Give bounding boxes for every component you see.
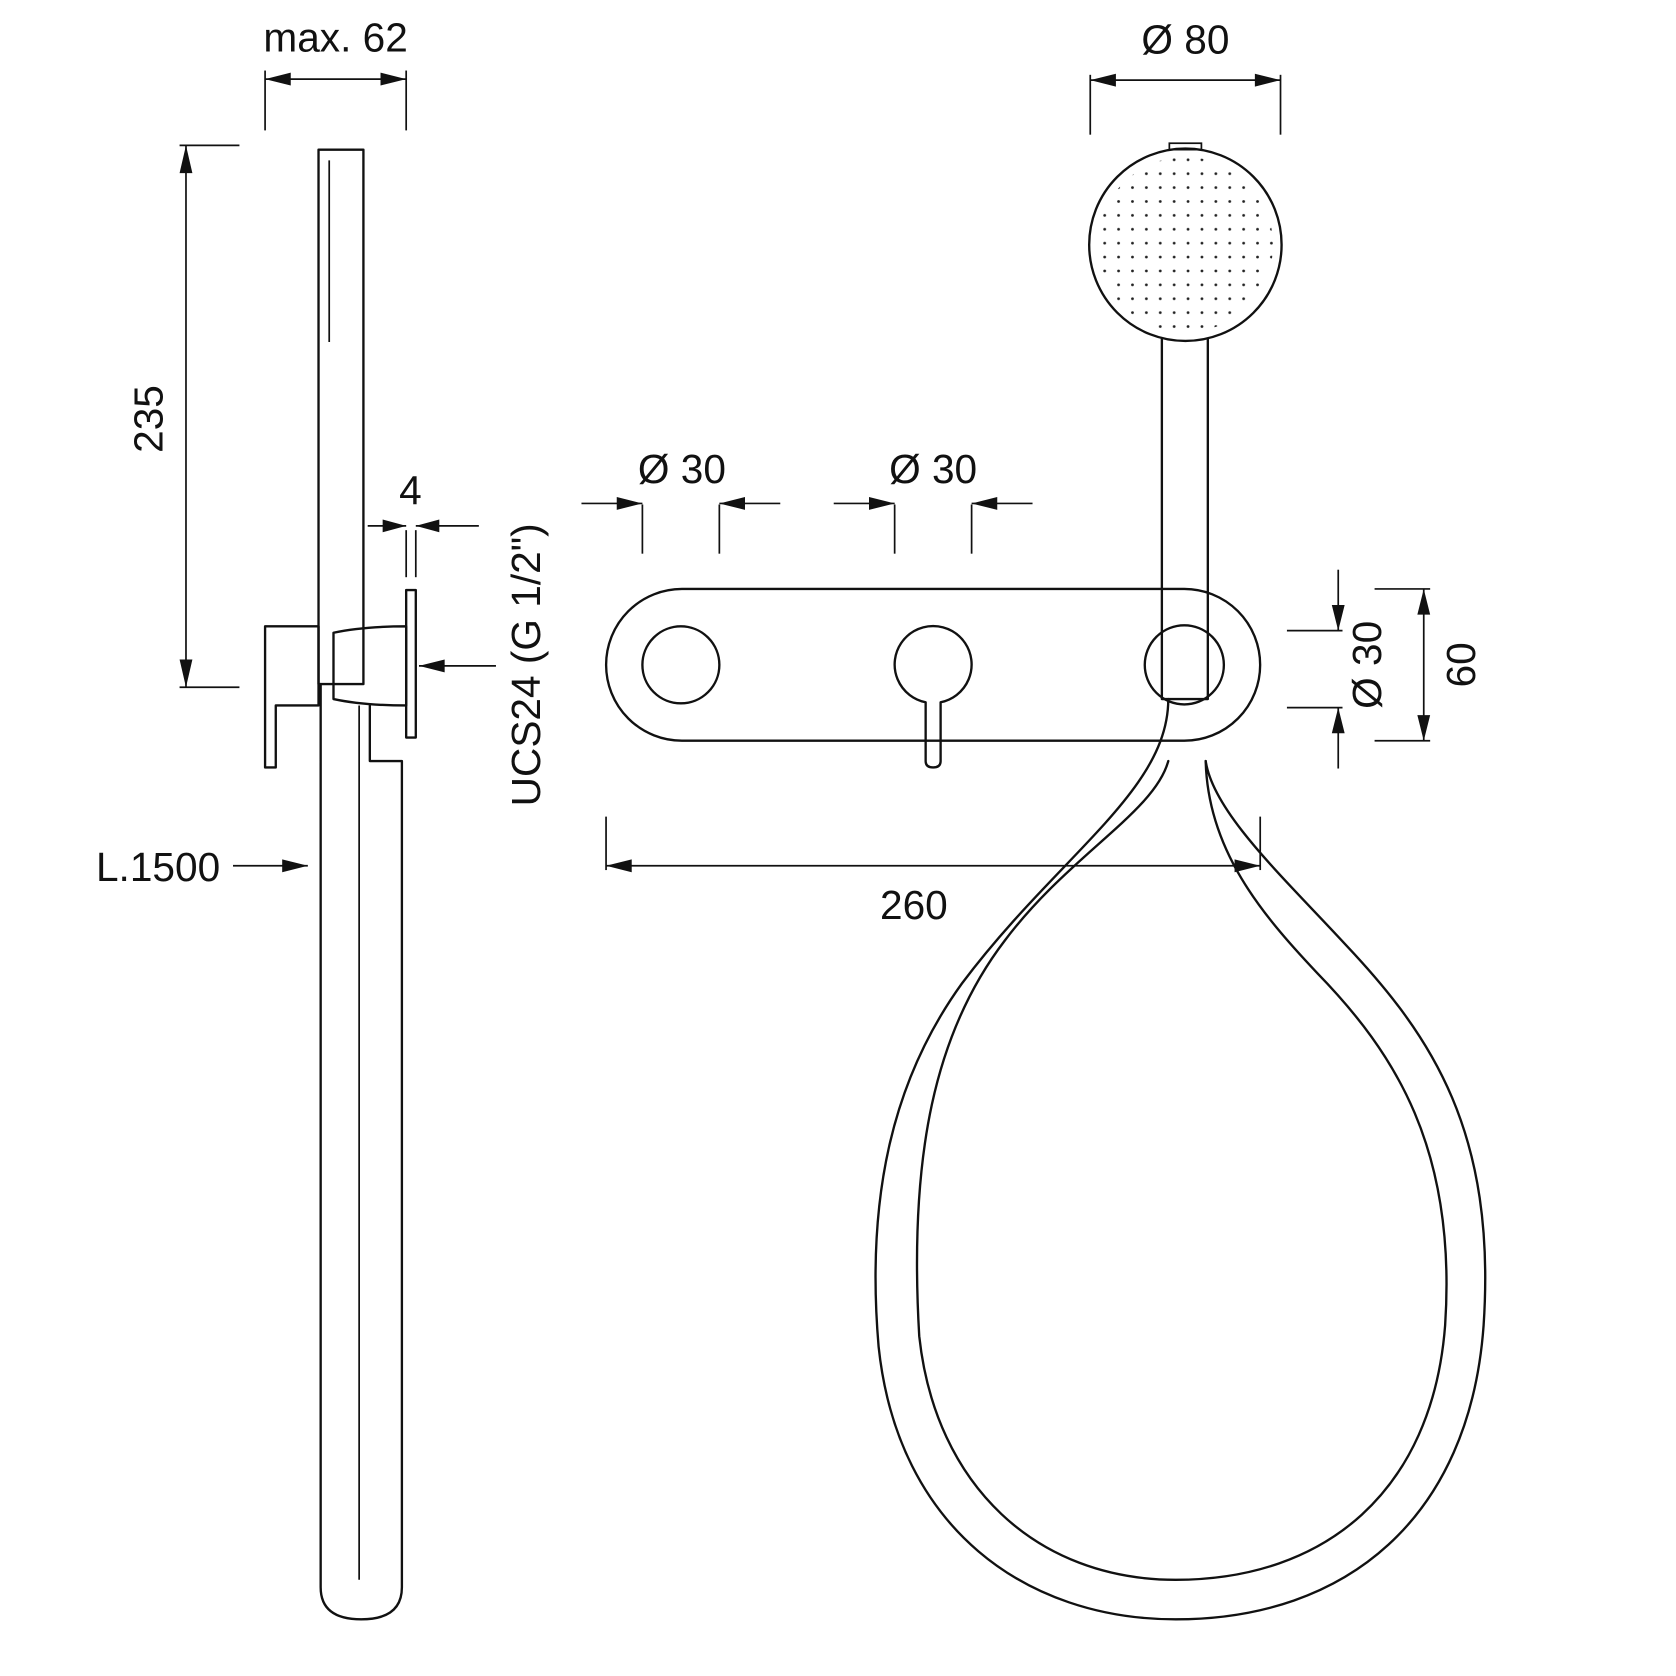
front-view: Ø 80 Ø 30 Ø 30	[581, 16, 1487, 1621]
handle-front	[1160, 337, 1210, 701]
dim-max-62: max. 62	[263, 14, 408, 131]
lever-side	[263, 625, 320, 769]
holder-side	[332, 625, 408, 707]
label-diameter-30-left: Ø 30	[638, 446, 726, 492]
side-view: max. 62 235 4 UCS24 (G 1/2")	[96, 14, 549, 1621]
label-260: 260	[880, 882, 948, 928]
holder-front	[1143, 624, 1226, 706]
dim-60: 60	[1374, 588, 1484, 742]
hose-side	[319, 682, 404, 1621]
dim-diameter-30-holder: Ø 30	[1286, 569, 1390, 769]
label-60: 60	[1438, 642, 1484, 687]
hose-loop-outer	[874, 697, 1487, 1621]
dim-235: 235	[125, 144, 240, 689]
label-hose-length: L.1500	[96, 844, 220, 890]
shower-head-top-button	[1168, 142, 1203, 151]
label-4: 4	[399, 468, 422, 514]
dim-diameter-30-left: Ø 30	[581, 446, 781, 554]
lever-front	[893, 624, 973, 769]
shower-head-front	[1088, 147, 1283, 343]
shower-head-nozzles	[1097, 157, 1274, 333]
label-diameter-30-holder: Ø 30	[1344, 621, 1390, 709]
handshower-side-body	[317, 148, 365, 686]
dim-4: 4	[367, 468, 479, 578]
label-max-62: max. 62	[263, 14, 407, 60]
wall-plate-front	[604, 587, 1262, 742]
dim-260: 260	[605, 816, 1262, 928]
label-diameter-30-middle: Ø 30	[889, 446, 977, 492]
knob-left	[641, 625, 721, 705]
label-diameter-80: Ø 80	[1141, 16, 1229, 62]
dim-diameter-30-middle: Ø 30	[833, 446, 1033, 554]
label-235: 235	[125, 385, 171, 453]
dim-hose-length: L.1500	[96, 844, 308, 890]
dim-connection: UCS24 (G 1/2")	[419, 523, 549, 806]
dim-diameter-80: Ø 80	[1089, 16, 1282, 135]
wall-plate-side	[404, 588, 417, 739]
label-connection: UCS24 (G 1/2")	[503, 523, 549, 806]
hose-loop-inner	[915, 759, 1448, 1581]
